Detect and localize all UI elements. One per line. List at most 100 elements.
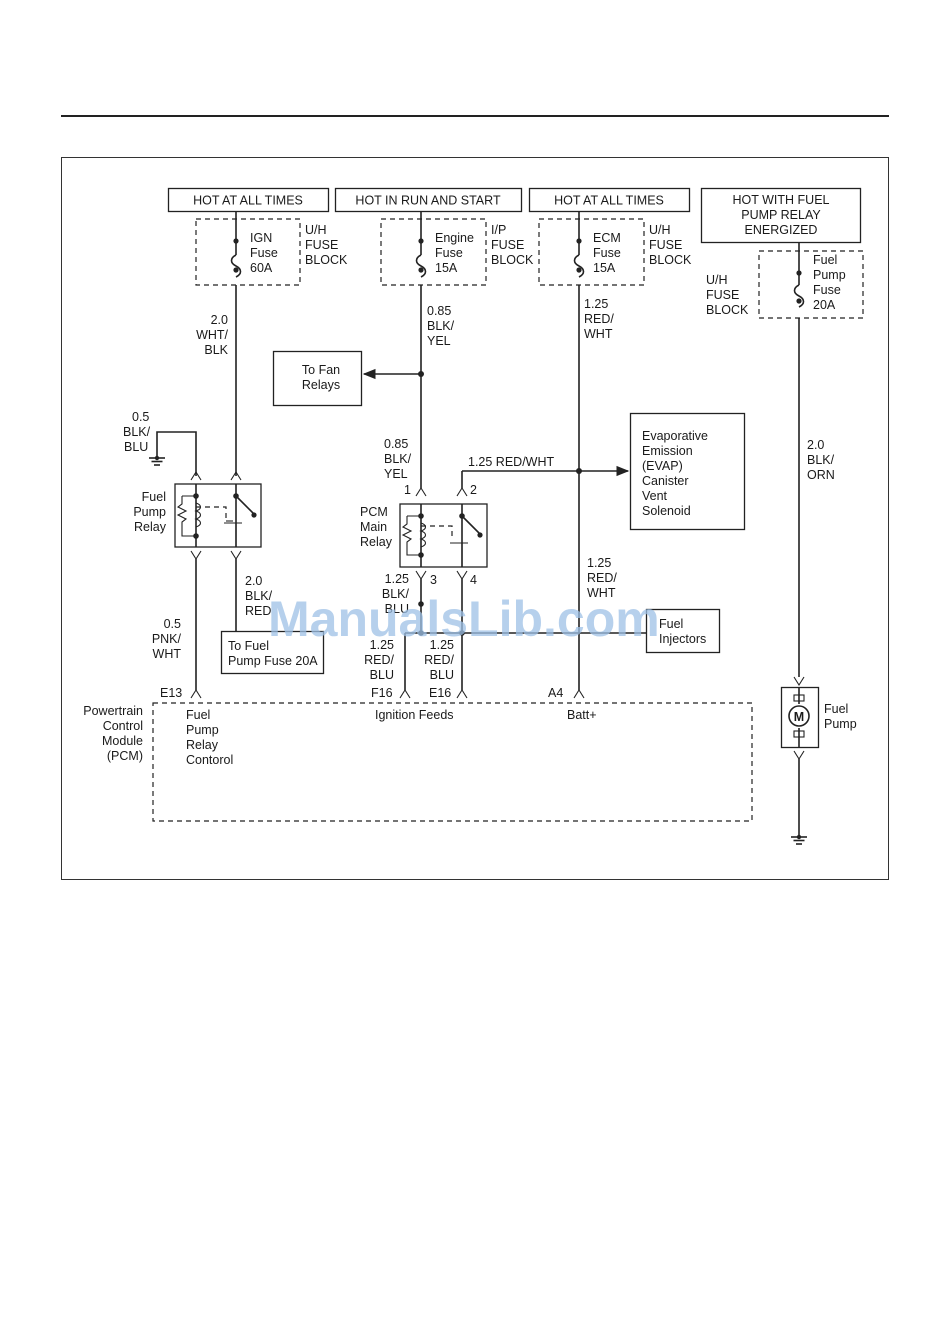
fuel-pump-fuse: Fuel Pump Fuse 20A U/H FUSE BLOCK: [706, 242, 864, 319]
svg-text:Pump: Pump: [813, 268, 846, 282]
svg-text:1.25: 1.25: [370, 638, 394, 652]
pcm-pin-a4: A4: [548, 686, 563, 700]
fuse-header-ign: HOT AT ALL TIMES: [167, 187, 330, 213]
svg-text:BLOCK: BLOCK: [706, 303, 749, 317]
wire-label-ign-out: 2.0 WHT/ BLK: [196, 313, 229, 357]
svg-text:I/P: I/P: [491, 223, 506, 237]
svg-text:WHT: WHT: [587, 586, 616, 600]
svg-text:BLU: BLU: [385, 602, 409, 616]
svg-text:Control: Control: [103, 719, 143, 733]
svg-text:WHT/: WHT/: [196, 328, 228, 342]
svg-text:YEL: YEL: [427, 334, 451, 348]
fuel-injectors-box: Fuel Injectors: [645, 608, 721, 654]
svg-text:Relays: Relays: [302, 378, 340, 392]
svg-text:15A: 15A: [593, 261, 616, 275]
svg-text:2.0: 2.0: [807, 438, 824, 452]
svg-text:Ignition Feeds: Ignition Feeds: [375, 708, 454, 722]
svg-text:Relay: Relay: [360, 535, 393, 549]
svg-text:1.25: 1.25: [587, 556, 611, 570]
relay-pin-4: 4: [470, 573, 477, 587]
engine-fuse: Engine Fuse 15A I/P FUSE BLOCK: [380, 211, 534, 286]
wire-label-ecm-out: 1.25 RED/ WHT: [584, 297, 614, 341]
svg-text:2.0: 2.0: [245, 574, 262, 588]
svg-text:Pump: Pump: [824, 717, 857, 731]
svg-text:Relay: Relay: [134, 520, 167, 534]
svg-text:To Fuel: To Fuel: [228, 639, 269, 653]
svg-text:BLK/: BLK/: [123, 425, 151, 439]
wire-label-batt-feed: 1.25 RED/ WHT: [587, 556, 617, 600]
svg-text:Main: Main: [360, 520, 387, 534]
svg-text:Canister: Canister: [642, 474, 689, 488]
svg-text:1.25: 1.25: [385, 572, 409, 586]
wire-label-pcm-relay-out: 1.25 BLK/ BLU: [382, 572, 410, 616]
svg-text:BLK/: BLK/: [807, 453, 835, 467]
wire-label-ign-feed-f16: 1.25 RED/ BLU: [364, 638, 394, 682]
svg-text:FUSE: FUSE: [649, 238, 682, 252]
wire-label-relay-ground: 0.5 BLK/ BLU: [123, 410, 151, 454]
svg-text:Contorol: Contorol: [186, 753, 233, 767]
svg-text:RED/: RED/: [584, 312, 614, 326]
pcm-pin-e13: E13: [160, 686, 182, 700]
svg-text:(PCM): (PCM): [107, 749, 143, 763]
svg-text:BLOCK: BLOCK: [305, 253, 348, 267]
svg-text:U/H: U/H: [649, 223, 671, 237]
pcm-module: Fuel Pump Relay Contorol Ignition Feeds …: [152, 702, 753, 822]
svg-text:PCM: PCM: [360, 505, 388, 519]
svg-text:Batt+: Batt+: [567, 708, 597, 722]
svg-text:To Fan: To Fan: [302, 363, 340, 377]
wire-label-pump-out: 2.0 BLK/ ORN: [807, 438, 835, 482]
svg-text:Fuel: Fuel: [659, 617, 683, 631]
svg-text:RED/: RED/: [364, 653, 394, 667]
svg-text:YEL: YEL: [384, 467, 408, 481]
svg-text:FUSE: FUSE: [706, 288, 739, 302]
pcm-main-relay: [399, 503, 488, 568]
pcm-pin-e16: E16: [429, 686, 451, 700]
wire-label-evap-feed: 1.25 RED/WHT: [468, 455, 554, 469]
svg-text:RED/: RED/: [587, 571, 617, 585]
svg-text:Pump Fuse 20A: Pump Fuse 20A: [228, 654, 318, 668]
label-fuel-pump: Fuel Pump: [824, 702, 857, 731]
wire-label-fp-control: 0.5 PNK/ WHT: [152, 617, 182, 661]
to-fuel-pump-fuse-box: To Fuel Pump Fuse 20A: [220, 630, 325, 675]
ecm-fuse: ECM Fuse 15A U/H FUSE BLOCK: [538, 211, 692, 286]
wire-label-pcm-relay-in: 0.85 BLK/ YEL: [384, 437, 412, 481]
svg-text:Fuse: Fuse: [250, 246, 278, 260]
svg-text:0.85: 0.85: [427, 304, 451, 318]
label-fuel-pump-relay: Fuel Pump Relay: [133, 490, 166, 534]
svg-text:IGN: IGN: [250, 231, 272, 245]
svg-text:1.25: 1.25: [584, 297, 608, 311]
svg-text:BLOCK: BLOCK: [649, 253, 692, 267]
svg-text:FUSE: FUSE: [491, 238, 524, 252]
svg-text:FUSE: FUSE: [305, 238, 338, 252]
svg-text:BLU: BLU: [430, 668, 454, 682]
svg-text:Fuel: Fuel: [813, 253, 837, 267]
svg-text:Injectors: Injectors: [659, 632, 706, 646]
svg-text:HOT IN RUN AND START: HOT IN RUN AND START: [355, 194, 501, 208]
svg-text:ORN: ORN: [807, 468, 835, 482]
svg-text:Fuse: Fuse: [593, 246, 621, 260]
relay-pin-3: 3: [430, 573, 437, 587]
svg-text:0.5: 0.5: [132, 410, 149, 424]
diagram-frame: [61, 157, 889, 880]
svg-text:ECM: ECM: [593, 231, 621, 245]
relay-pin-1: 1: [404, 483, 411, 497]
svg-text:PUMP RELAY: PUMP RELAY: [741, 208, 821, 222]
svg-text:Fuel: Fuel: [186, 708, 210, 722]
svg-text:60A: 60A: [250, 261, 273, 275]
svg-text:Fuse: Fuse: [435, 246, 463, 260]
svg-text:BLK/: BLK/: [245, 589, 273, 603]
svg-text:Solenoid: Solenoid: [642, 504, 691, 518]
relay-pin-2: 2: [470, 483, 477, 497]
svg-text:BLK: BLK: [204, 343, 228, 357]
svg-text:Powertrain: Powertrain: [83, 704, 143, 718]
svg-text:U/H: U/H: [706, 273, 728, 287]
svg-text:Engine: Engine: [435, 231, 474, 245]
svg-text:PNK/: PNK/: [152, 632, 182, 646]
svg-text:RED: RED: [245, 604, 271, 618]
svg-text:2.0: 2.0: [211, 313, 228, 327]
fuel-pump-motor: M: [780, 686, 820, 749]
svg-text:Fuse: Fuse: [813, 283, 841, 297]
svg-text:BLK/: BLK/: [382, 587, 410, 601]
fuse-header-pump: HOT WITH FUEL PUMP RELAY ENERGIZED: [700, 187, 862, 244]
